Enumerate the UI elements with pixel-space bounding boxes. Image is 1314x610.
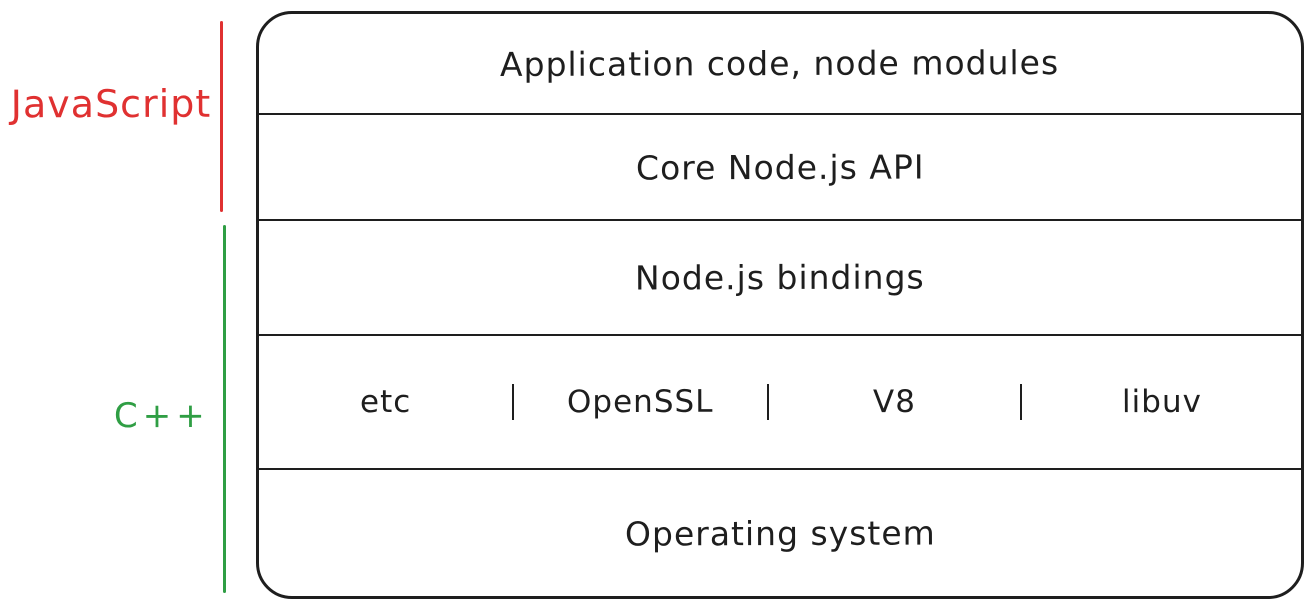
layer-application-code-label: Application code, node modules (500, 43, 1060, 84)
cpp-label: C++ (113, 395, 210, 437)
component-libuv-label: libuv (1121, 383, 1202, 421)
cpp-bracket-line (223, 225, 226, 593)
component-etc: etc (259, 384, 512, 420)
layer-application-code: Application code, node modules (259, 14, 1301, 113)
components-row: etc OpenSSL V8 libuv (259, 334, 1301, 468)
javascript-bracket-line (220, 21, 223, 212)
component-v8: V8 (767, 384, 1020, 420)
layer-operating-system-label: Operating system (624, 512, 936, 554)
layer-core-nodejs-api-label: Core Node.js API (635, 146, 925, 188)
component-libuv: libuv (1020, 384, 1301, 420)
component-openssl-label: OpenSSL (567, 383, 714, 421)
layer-operating-system: Operating system (259, 468, 1301, 596)
component-v8-label: V8 (872, 383, 917, 421)
layer-nodejs-bindings: Node.js bindings (259, 219, 1301, 334)
layer-nodejs-bindings-label: Node.js bindings (635, 257, 925, 298)
component-openssl: OpenSSL (512, 384, 767, 420)
javascript-label: JavaScript (10, 81, 212, 127)
component-etc-label: etc (359, 383, 412, 421)
stack-box: Application code, node modules Core Node… (256, 11, 1304, 599)
layer-core-nodejs-api: Core Node.js API (259, 113, 1301, 219)
